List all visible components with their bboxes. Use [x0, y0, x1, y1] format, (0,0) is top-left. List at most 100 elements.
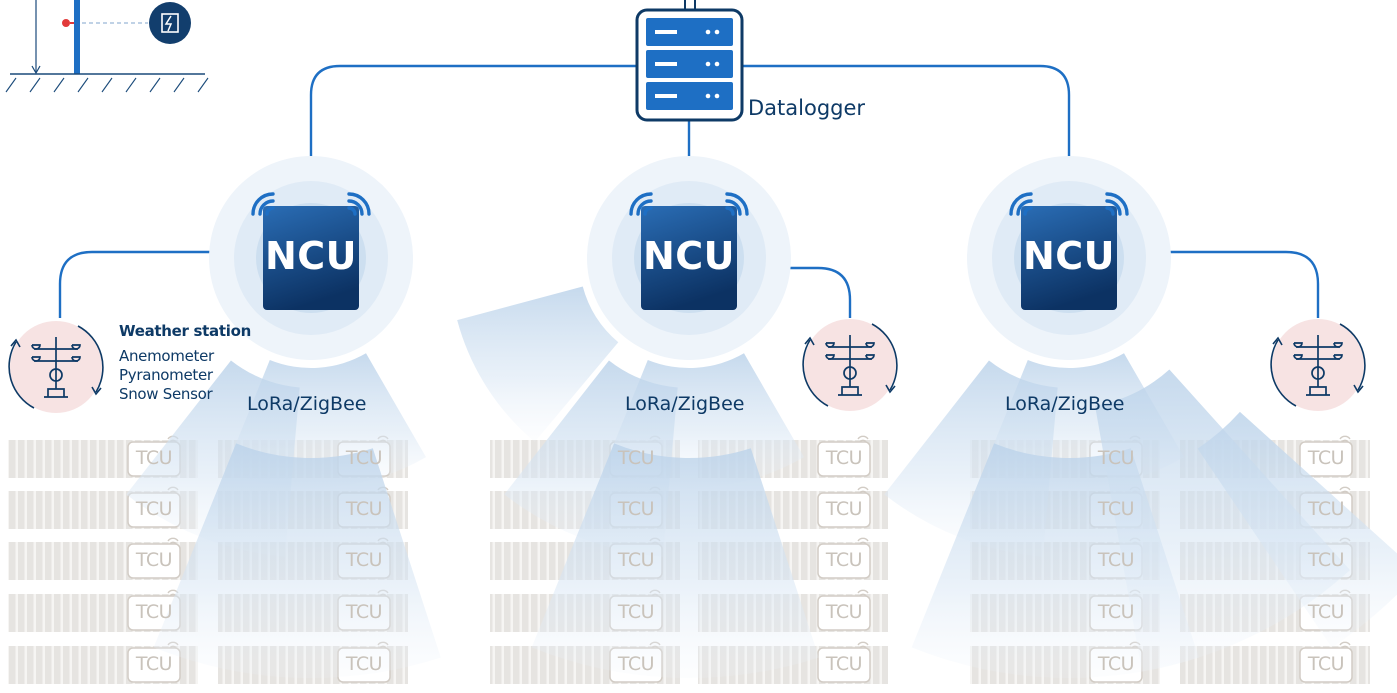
tcu-box — [817, 647, 871, 683]
weather-station-icon — [8, 321, 104, 413]
wifi-arc — [725, 206, 735, 216]
coverage-wedge — [531, 443, 819, 678]
arrow-icon — [10, 338, 21, 348]
server-slot — [655, 62, 677, 66]
server-led — [714, 29, 720, 35]
radio-label-2: LoRa/ZigBee — [625, 393, 745, 415]
ground-hatch — [29, 77, 41, 93]
wifi-arc — [265, 206, 275, 216]
uplink-lines — [684, 0, 696, 10]
ground-hatch — [101, 77, 113, 93]
server-slot — [655, 30, 677, 34]
tcu-label: TCU — [345, 653, 383, 675]
tcu-box — [127, 543, 181, 579]
arrow-icon — [885, 384, 896, 394]
tcu-label: TCU — [825, 601, 863, 623]
cup — [1293, 342, 1303, 348]
tcu-box — [817, 441, 871, 477]
link-ncu1-weather — [58, 250, 263, 318]
tcu-box — [127, 647, 181, 683]
nodes — [5, 0, 1366, 413]
tcu-label: TCU — [345, 549, 383, 571]
tcu-label: TCU — [345, 498, 383, 520]
tcu-label: TCU — [825, 447, 863, 469]
server-unit — [646, 18, 733, 46]
cup — [1293, 354, 1303, 360]
rotation-arc — [77, 325, 104, 393]
arrow-icon — [1353, 384, 1364, 394]
rotation-arc — [1339, 323, 1366, 391]
wifi-arc — [1105, 192, 1129, 216]
tcu-label: TCU — [1097, 601, 1135, 623]
wifi-arc — [1105, 199, 1122, 216]
sensor-dot — [62, 19, 70, 27]
cup — [31, 356, 41, 362]
tcu-label: TCU — [617, 653, 655, 675]
wifi-arc — [251, 192, 275, 216]
cup — [865, 342, 875, 348]
tcu-label: TCU — [825, 498, 863, 520]
tcu-label: TCU — [1097, 549, 1135, 571]
coverage-wedge — [1095, 369, 1351, 672]
tcu-box — [817, 543, 871, 579]
tcu-label: TCU — [1307, 601, 1345, 623]
gauge — [49, 368, 63, 382]
wifi-icon — [251, 192, 275, 216]
server-led — [705, 93, 711, 99]
ground-hatch — [173, 77, 185, 93]
arrow-icon — [91, 386, 102, 396]
cup — [71, 344, 81, 350]
wifi-icon — [629, 192, 653, 216]
cabinet-outline — [161, 13, 179, 33]
ncu-box — [1021, 206, 1117, 310]
wifi-icon — [1105, 192, 1129, 216]
wifi-icon — [347, 192, 371, 216]
cup — [1333, 354, 1343, 360]
tcu-label: TCU — [1307, 549, 1345, 571]
wifi-arc — [347, 206, 357, 216]
wifi-arc — [1023, 206, 1033, 216]
ground-hatch — [125, 77, 137, 93]
radio-label-1: LoRa/ZigBee — [247, 393, 367, 415]
weather-station-icon — [1270, 319, 1366, 411]
tcu-label: TCU — [1097, 447, 1135, 469]
tcu-label: TCU — [135, 601, 173, 623]
wifi-arc — [725, 199, 742, 216]
wifi-arc — [643, 206, 653, 216]
rotation-arc — [1270, 339, 1297, 407]
weather-station-icon — [802, 319, 898, 411]
tcu-label: TCU — [1307, 653, 1345, 675]
ground-hatch — [77, 77, 89, 93]
tcu-wifi-icon — [1339, 486, 1351, 494]
server-led — [705, 61, 711, 67]
arrow-icon — [31, 65, 41, 75]
tcu-label: TCU — [825, 549, 863, 571]
server-slot — [655, 94, 677, 98]
ground-hatch — [53, 77, 65, 93]
coverage-wedge — [153, 443, 441, 678]
link-datalogger-ncu1 — [309, 64, 637, 205]
cup — [71, 356, 81, 362]
tcu-label: TCU — [825, 653, 863, 675]
radio-label-3: LoRa/ZigBee — [1005, 393, 1125, 415]
server-led — [714, 61, 720, 67]
arrow-icon — [1272, 336, 1283, 346]
rotation-arc — [802, 339, 829, 407]
tcu-label: TCU — [135, 498, 173, 520]
weather-item-snow-sensor: Snow Sensor — [119, 385, 213, 403]
server-unit — [646, 50, 733, 78]
coverage-wedge — [1197, 411, 1397, 648]
gauge — [843, 366, 857, 380]
post — [74, 0, 80, 74]
tcu-label: TCU — [617, 447, 655, 469]
link-ncu3-weather — [1117, 250, 1320, 318]
tcu-wifi-icon — [857, 589, 869, 597]
datalogger-label: Datalogger — [748, 96, 866, 120]
tcu-label: TCU — [1097, 653, 1135, 675]
wifi-arc — [1105, 206, 1115, 216]
wifi-arc — [725, 192, 749, 216]
cup — [31, 344, 41, 350]
wifi-arc — [1016, 199, 1033, 216]
server-led — [714, 93, 720, 99]
